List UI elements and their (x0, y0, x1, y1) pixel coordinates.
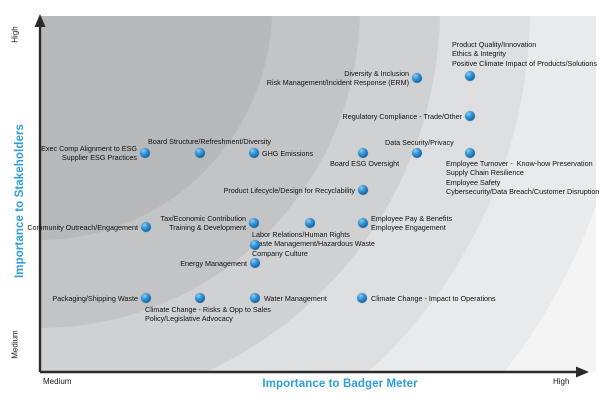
data-point-packaging-shipping-waste[interactable] (141, 293, 151, 303)
band-1-innermost (40, 16, 272, 240)
point-label-labor-relations-human-rights: Labor Relations/Human Rights Waste Manag… (252, 230, 375, 258)
point-label-product-quality-innovation: Product Quality/Innovation Ethics & Inte… (452, 40, 598, 68)
x-axis-arrowhead (576, 366, 589, 378)
y-axis-tick-medium: Medium (10, 330, 20, 359)
point-label-board-esg-oversight: Board ESG Oversight (330, 159, 400, 168)
data-point-energy-management[interactable] (250, 258, 260, 268)
data-point-data-security-privacy[interactable] (412, 148, 422, 158)
data-point-climate-change-impact-operations[interactable] (357, 293, 367, 303)
point-label-tax-economic-contribution: Tax/Economic Contribution Training & Dev… (160, 214, 247, 233)
axes (34, 14, 589, 378)
point-label-board-structure-refreshment-diversity: Board Structure/Refreshment/Diversity (148, 137, 272, 146)
y-axis-title: Importance to Stakeholders (14, 123, 26, 279)
data-point-ghg-emissions[interactable] (249, 148, 259, 158)
x-axis-title: Importance to Badger Meter (262, 378, 418, 390)
point-label-climate-change-risks-opp-sales: Climate Change - Risks & Opp to Sales Po… (145, 305, 271, 324)
y-axis-tick-high: High (10, 26, 20, 43)
x-axis-tick-medium: Medium (43, 377, 72, 386)
data-point-product-quality-innovation[interactable] (465, 71, 475, 81)
x-axis-tick-high: High (553, 377, 570, 386)
data-point-product-lifecycle-recyclability[interactable] (358, 185, 368, 195)
data-point-regulatory-compliance[interactable] (465, 111, 475, 121)
point-label-employee-pay-benefits: Employee Pay & Benefits Employee Engagem… (371, 214, 453, 233)
data-point-employee-pay-benefits[interactable] (358, 218, 368, 228)
data-point-company-culture-point[interactable] (250, 240, 260, 250)
point-label-community-outreach-engagement: Community Outreach/Engagement (27, 223, 138, 232)
data-point-board-esg-oversight[interactable] (358, 148, 368, 158)
data-point-climate-change-risks-opp-sales[interactable] (195, 293, 205, 303)
data-point-diversity-inclusion[interactable] (412, 73, 422, 83)
point-label-product-lifecycle-recyclability: Product Lifecycle/Design for Recyclabili… (223, 186, 355, 195)
point-label-data-security-privacy: Data Security/Privacy (385, 138, 454, 147)
point-label-energy-management: Energy Management (180, 259, 247, 268)
point-label-diversity-inclusion: Diversity & Inclusion Risk Management/In… (266, 69, 409, 88)
point-label-exec-comp-alignment-esg: Exec Comp Alignment to ESG Supplier ESG … (41, 144, 137, 163)
point-label-climate-change-impact-operations: Climate Change - Impact to Operations (371, 294, 496, 303)
point-label-ghg-emissions: GHG Emissions (262, 149, 314, 158)
point-label-water-management: Water Management (264, 294, 327, 303)
point-label-employee-turnover-cluster: Employee Turnover - Know-how Preservatio… (446, 159, 600, 197)
data-point-tax-economic-contribution[interactable] (249, 218, 259, 228)
point-label-regulatory-compliance: Regulatory Compliance - Trade/Other (342, 112, 462, 121)
data-point-community-outreach-engagement[interactable] (141, 222, 151, 232)
point-label-packaging-shipping-waste: Packaging/Shipping Waste (52, 294, 138, 303)
data-point-water-management[interactable] (250, 293, 260, 303)
data-point-employee-turnover-cluster[interactable] (465, 148, 475, 158)
data-point-labor-relations-human-rights[interactable] (305, 218, 315, 228)
y-axis-arrowhead (34, 14, 46, 27)
data-point-board-structure-refreshment-diversity[interactable] (195, 148, 205, 158)
data-point-exec-comp-alignment-esg[interactable] (140, 148, 150, 158)
